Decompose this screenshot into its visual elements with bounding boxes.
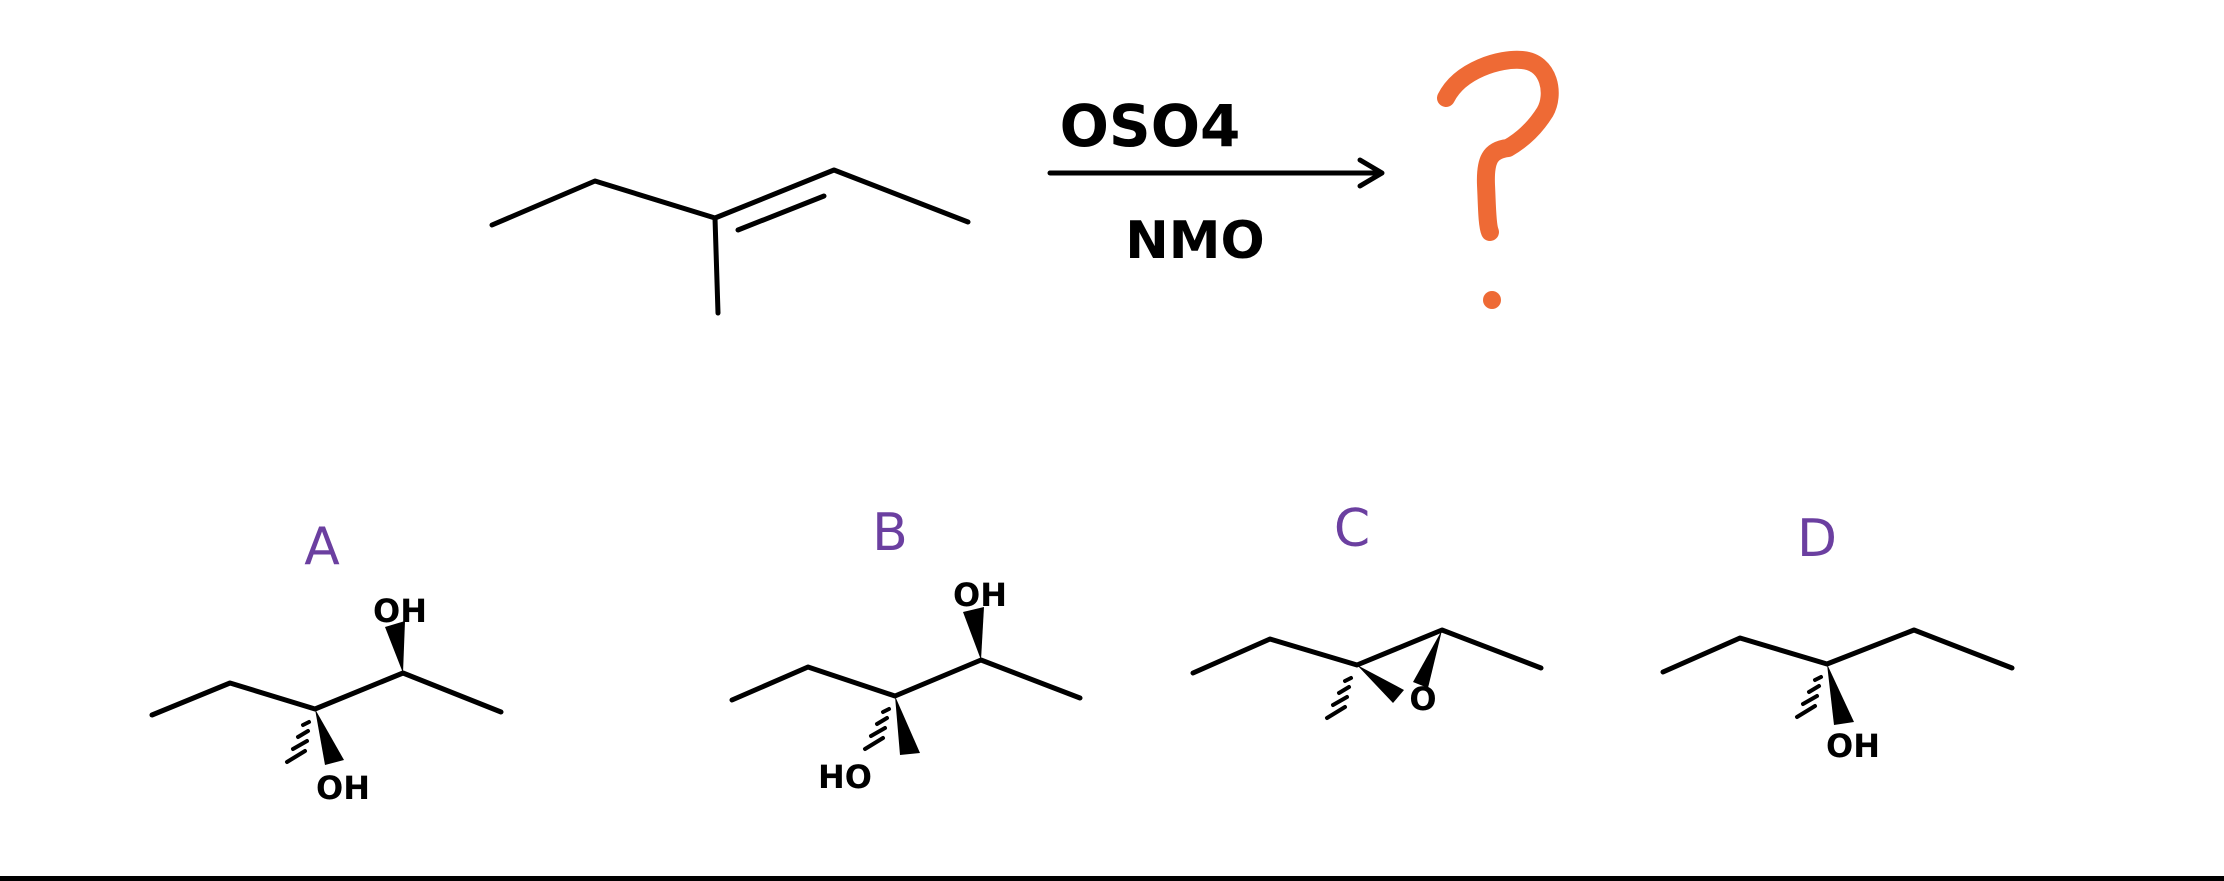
choice-b-label: B (872, 503, 908, 563)
choice-a[interactable]: A OH OH (149, 517, 504, 807)
choice-b-hash-bond (863, 707, 891, 751)
reaction-arrow-head (1357, 157, 1385, 189)
choice-c-epoxide-wedge-left (1357, 665, 1404, 703)
choice-d-skeleton (1660, 627, 2015, 675)
choice-c-epoxide-oxygen: O (1409, 680, 1436, 718)
choice-a-hash-bond (285, 720, 311, 764)
choice-d-wedge-bond (1827, 664, 1854, 725)
choice-c[interactable]: C O (1190, 499, 1544, 720)
choice-a-wedge-bond-lower (315, 709, 344, 765)
bottom-divider (0, 876, 2224, 881)
question-mark-curve (1437, 50, 1559, 241)
choice-d-group-bottom: OH (1826, 727, 1880, 765)
choice-d[interactable]: D OH (1660, 509, 2015, 765)
alkene-methyl-branch (712, 215, 721, 316)
choice-b-skeleton (729, 657, 1083, 703)
reaction-arrow-group: OSO4 NMO (1047, 92, 1385, 271)
alkene-main-chain (489, 167, 971, 228)
alkene-double-bond (735, 193, 827, 233)
choice-a-group-bottom: OH (316, 769, 370, 807)
choice-a-label: A (304, 517, 340, 577)
choice-b-wedge-bond (963, 607, 984, 660)
product-unknown: ? (1437, 50, 1559, 309)
choice-a-wedge-bond (385, 621, 405, 673)
question-mark-dot (1483, 291, 1501, 309)
choice-a-skeleton (149, 670, 504, 718)
choice-d-hash-bond (1795, 675, 1823, 719)
choice-b-wedge-bond-lower (895, 696, 920, 755)
choice-c-epoxide-wedge-right (1413, 630, 1442, 688)
choice-b[interactable]: B OH HO (729, 503, 1083, 796)
choice-a-group-top: OH (373, 592, 427, 630)
choice-b-group-top: OH (953, 576, 1007, 614)
choice-b-group-bottom: HO (818, 758, 872, 796)
choice-c-skeleton (1190, 627, 1544, 676)
reagent-oxidant: OSO4 (1060, 92, 1241, 160)
choice-c-hash-bond (1325, 676, 1353, 720)
reagent-cooxidant: NMO (1125, 211, 1264, 271)
starting-alkene (489, 167, 971, 316)
choice-c-label: C (1334, 499, 1370, 559)
choice-d-label: D (1797, 509, 1837, 569)
